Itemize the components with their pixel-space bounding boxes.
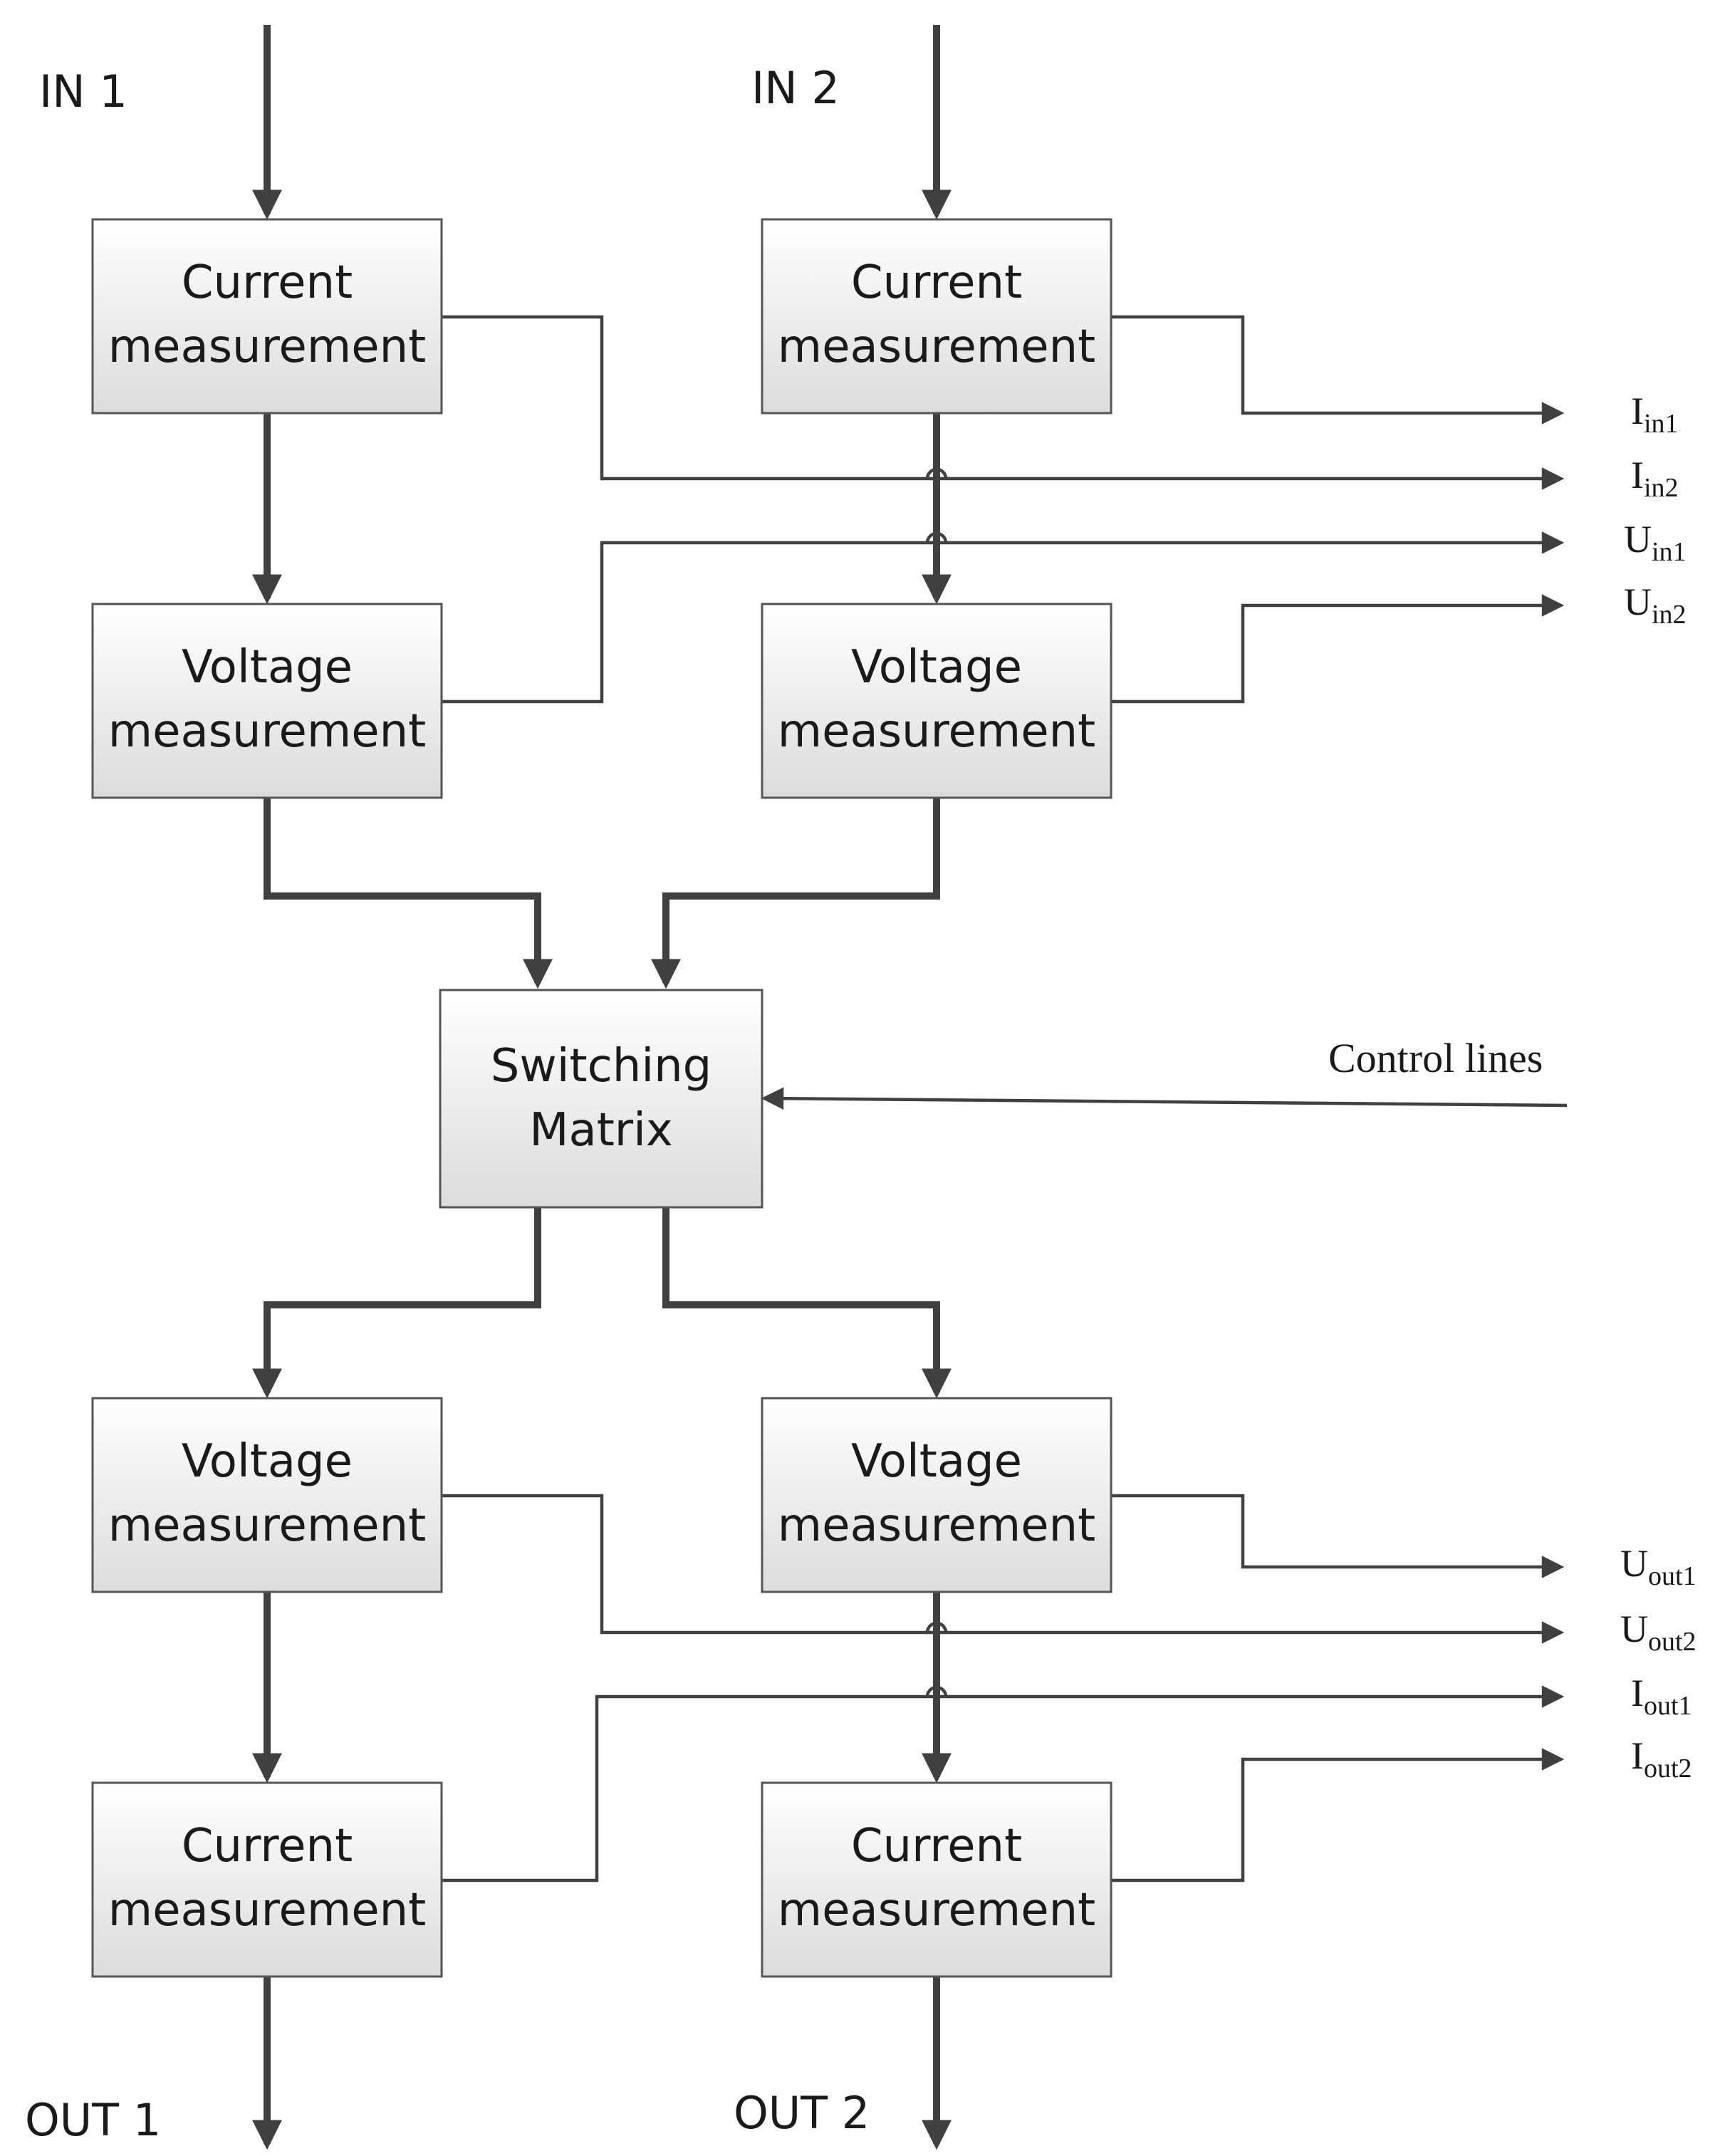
block-line-1: Current — [182, 1820, 353, 1873]
voltage-measurement-out2-block: Voltage measurement — [761, 1397, 1112, 1593]
crossing-hops — [925, 467, 948, 1697]
out1-label: OUT 1 — [25, 2094, 161, 2146]
vm-in2-to-switch-arrow — [651, 798, 940, 989]
current-measurement-in1-block: Current measurement — [91, 218, 443, 415]
hop — [925, 1621, 948, 1633]
hop — [925, 531, 948, 543]
block-line-2: measurement — [778, 321, 1096, 373]
block-line-2: measurement — [108, 1499, 427, 1552]
block-line-2: measurement — [778, 705, 1096, 758]
block-line-2: Matrix — [529, 1104, 673, 1157]
block-line-1: Voltage — [851, 641, 1022, 694]
in1-label: IN 1 — [39, 66, 127, 118]
power-flow-lines — [252, 25, 952, 2150]
hop — [925, 467, 948, 479]
signal-lines — [442, 315, 1568, 1882]
i-out2-line — [1111, 1748, 1565, 1882]
i-out1-label: Iout1 — [1631, 1672, 1692, 1721]
u-in2-line — [1111, 594, 1565, 704]
block-line-2: measurement — [778, 1499, 1096, 1552]
control-lines-label: Control lines — [1328, 1035, 1543, 1081]
voltage-measurement-out1-block: Voltage measurement — [91, 1397, 443, 1593]
switch-to-vm-out1-arrow — [252, 1207, 541, 1399]
i-out2-label: Iout2 — [1631, 1734, 1692, 1783]
i-out1-line — [442, 1685, 1565, 1882]
out2-label: OUT 2 — [734, 2087, 870, 2139]
vm-in1-to-switch-arrow — [264, 798, 553, 989]
u-in1-line — [442, 531, 1565, 704]
current-measurement-out1-block: Current measurement — [91, 1781, 443, 1978]
switching-matrix-block: Switching Matrix — [439, 989, 764, 1209]
block-line-1: Current — [851, 256, 1022, 309]
control-lines-arrow — [761, 1087, 1568, 1110]
u-out2-line — [1111, 1494, 1565, 1578]
in2-label: IN 2 — [751, 62, 840, 114]
block-line-1: Voltage — [182, 1435, 353, 1488]
i-in2-line — [1111, 315, 1565, 425]
current-measurement-out2-block: Current measurement — [761, 1781, 1112, 1978]
current-measurement-in2-block: Current measurement — [761, 218, 1112, 415]
u-in2-label: Uin2 — [1624, 580, 1687, 630]
u-in1-label: Uin1 — [1624, 518, 1687, 567]
i-in2-label: Iin2 — [1631, 454, 1679, 503]
hop — [925, 1685, 948, 1697]
block-line-1: Current — [182, 256, 353, 309]
block-line-1: Voltage — [182, 641, 353, 694]
switch-to-vm-out2-arrow — [662, 1207, 952, 1399]
voltage-measurement-in1-block: Voltage measurement — [91, 603, 443, 799]
block-line-1: Current — [851, 1820, 1022, 1873]
block-line-2: measurement — [108, 321, 427, 373]
block-line-1: Switching — [491, 1040, 712, 1093]
i-in1-line — [442, 315, 1565, 490]
u-out1-label: Uout1 — [1620, 1542, 1697, 1591]
u-out1-line — [442, 1494, 1565, 1644]
i-in1-label: Iin1 — [1631, 390, 1679, 439]
block-line-2: measurement — [108, 1884, 427, 1937]
voltage-measurement-in2-block: Voltage measurement — [761, 603, 1112, 799]
block-line-2: measurement — [778, 1884, 1096, 1937]
block-line-2: measurement — [108, 705, 427, 758]
block-line-1: Voltage — [851, 1435, 1022, 1488]
u-out2-label: Uout2 — [1620, 1608, 1697, 1657]
